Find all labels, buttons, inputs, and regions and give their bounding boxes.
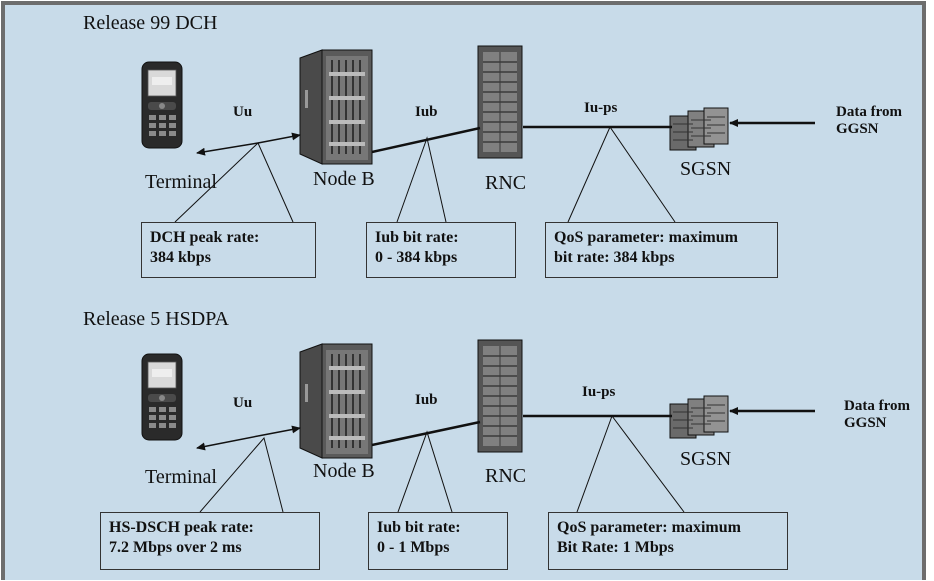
iub-bit-rate-box: Iub bit rate: 0 - 1 Mbps bbox=[368, 512, 508, 570]
rnc-cabinet-icon bbox=[477, 45, 523, 159]
sgsn-server-icon bbox=[669, 107, 729, 151]
top-section-graphics bbox=[141, 45, 815, 223]
bottom-sgsn-label: SGSN bbox=[680, 448, 732, 470]
uu-callout bbox=[174, 142, 294, 223]
top-ggsn-label: Data from GGSN bbox=[836, 104, 902, 139]
terminal-phone-icon bbox=[141, 353, 183, 441]
bottom-iups-label: Iu-ps bbox=[582, 384, 616, 400]
sgsn-server-icon bbox=[669, 395, 729, 439]
iub-bit-rate-box: Iub bit rate: 0 - 384 kbps bbox=[366, 222, 516, 278]
qos-parameter-box: QoS parameter: maximum bit rate: 384 kbp… bbox=[545, 222, 778, 278]
iub-callout bbox=[396, 136, 447, 223]
bottom-rnc-label: RNC bbox=[485, 465, 527, 487]
top-iub-label: Iub bbox=[415, 104, 438, 120]
hsdsch-peak-rate-box: HS-DSCH peak rate: 7.2 Mbps over 2 ms bbox=[100, 512, 320, 570]
box-line-1: QoS parameter: maximum bbox=[554, 229, 738, 246]
bottom-iub-label: Iub bbox=[415, 392, 438, 408]
box-line-2: 7.2 Mbps over 2 ms bbox=[109, 539, 242, 556]
top-iups-label: Iu-ps bbox=[584, 100, 618, 116]
box-line-2: 0 - 384 kbps bbox=[375, 249, 458, 266]
box-line-1: HS-DSCH peak rate: bbox=[109, 519, 254, 536]
dch-peak-rate-box: DCH peak rate: 384 kbps bbox=[141, 222, 316, 278]
top-rnc-label: RNC bbox=[485, 172, 527, 194]
rnc-cabinet-icon bbox=[477, 339, 523, 453]
box-line-1: Iub bit rate: bbox=[375, 229, 459, 246]
top-nodeb-label: Node B bbox=[313, 168, 375, 190]
ggsn-line-2: GGSN bbox=[844, 415, 887, 432]
bottom-uu-label: Uu bbox=[233, 395, 253, 411]
bottom-ggsn-label: Data from GGSN bbox=[844, 398, 910, 433]
iub-callout bbox=[397, 430, 453, 513]
nodeb-cabinet-icon bbox=[299, 49, 373, 165]
ggsn-line-2: GGSN bbox=[836, 121, 879, 138]
box-line-1: DCH peak rate: bbox=[150, 229, 260, 246]
uu-link bbox=[196, 142, 259, 156]
uu-link-right bbox=[257, 425, 301, 437]
box-line-2: 0 - 1 Mbps bbox=[377, 539, 450, 556]
ggsn-line-1: Data from bbox=[844, 398, 910, 414]
top-sgsn-label: SGSN bbox=[680, 158, 732, 180]
ggsn-line-1: Data from bbox=[836, 104, 902, 120]
bottom-nodeb-label: Node B bbox=[313, 460, 375, 482]
bottom-section-graphics bbox=[141, 339, 815, 513]
uu-link bbox=[196, 435, 259, 451]
box-line-2: 384 kbps bbox=[150, 249, 211, 266]
qos-parameter-box: QoS parameter: maximum Bit Rate: 1 Mbps bbox=[548, 512, 788, 570]
top-section-title: Release 99 DCH bbox=[83, 12, 218, 34]
box-line-2: bit rate: 384 kbps bbox=[554, 249, 675, 266]
iups-callout bbox=[567, 125, 676, 223]
uu-callout bbox=[199, 436, 284, 513]
box-line-1: Iub bit rate: bbox=[377, 519, 461, 536]
bottom-terminal-label: Terminal bbox=[145, 466, 217, 488]
box-line-1: QoS parameter: maximum bbox=[557, 519, 741, 536]
box-line-2: Bit Rate: 1 Mbps bbox=[557, 539, 674, 556]
top-terminal-label: Terminal bbox=[145, 171, 217, 193]
terminal-phone-icon bbox=[141, 61, 183, 149]
top-uu-label: Uu bbox=[233, 104, 253, 120]
bottom-section-title: Release 5 HSDPA bbox=[83, 308, 229, 330]
nodeb-cabinet-icon bbox=[299, 343, 373, 459]
uu-link-right bbox=[257, 132, 301, 144]
iups-callout bbox=[576, 414, 685, 513]
